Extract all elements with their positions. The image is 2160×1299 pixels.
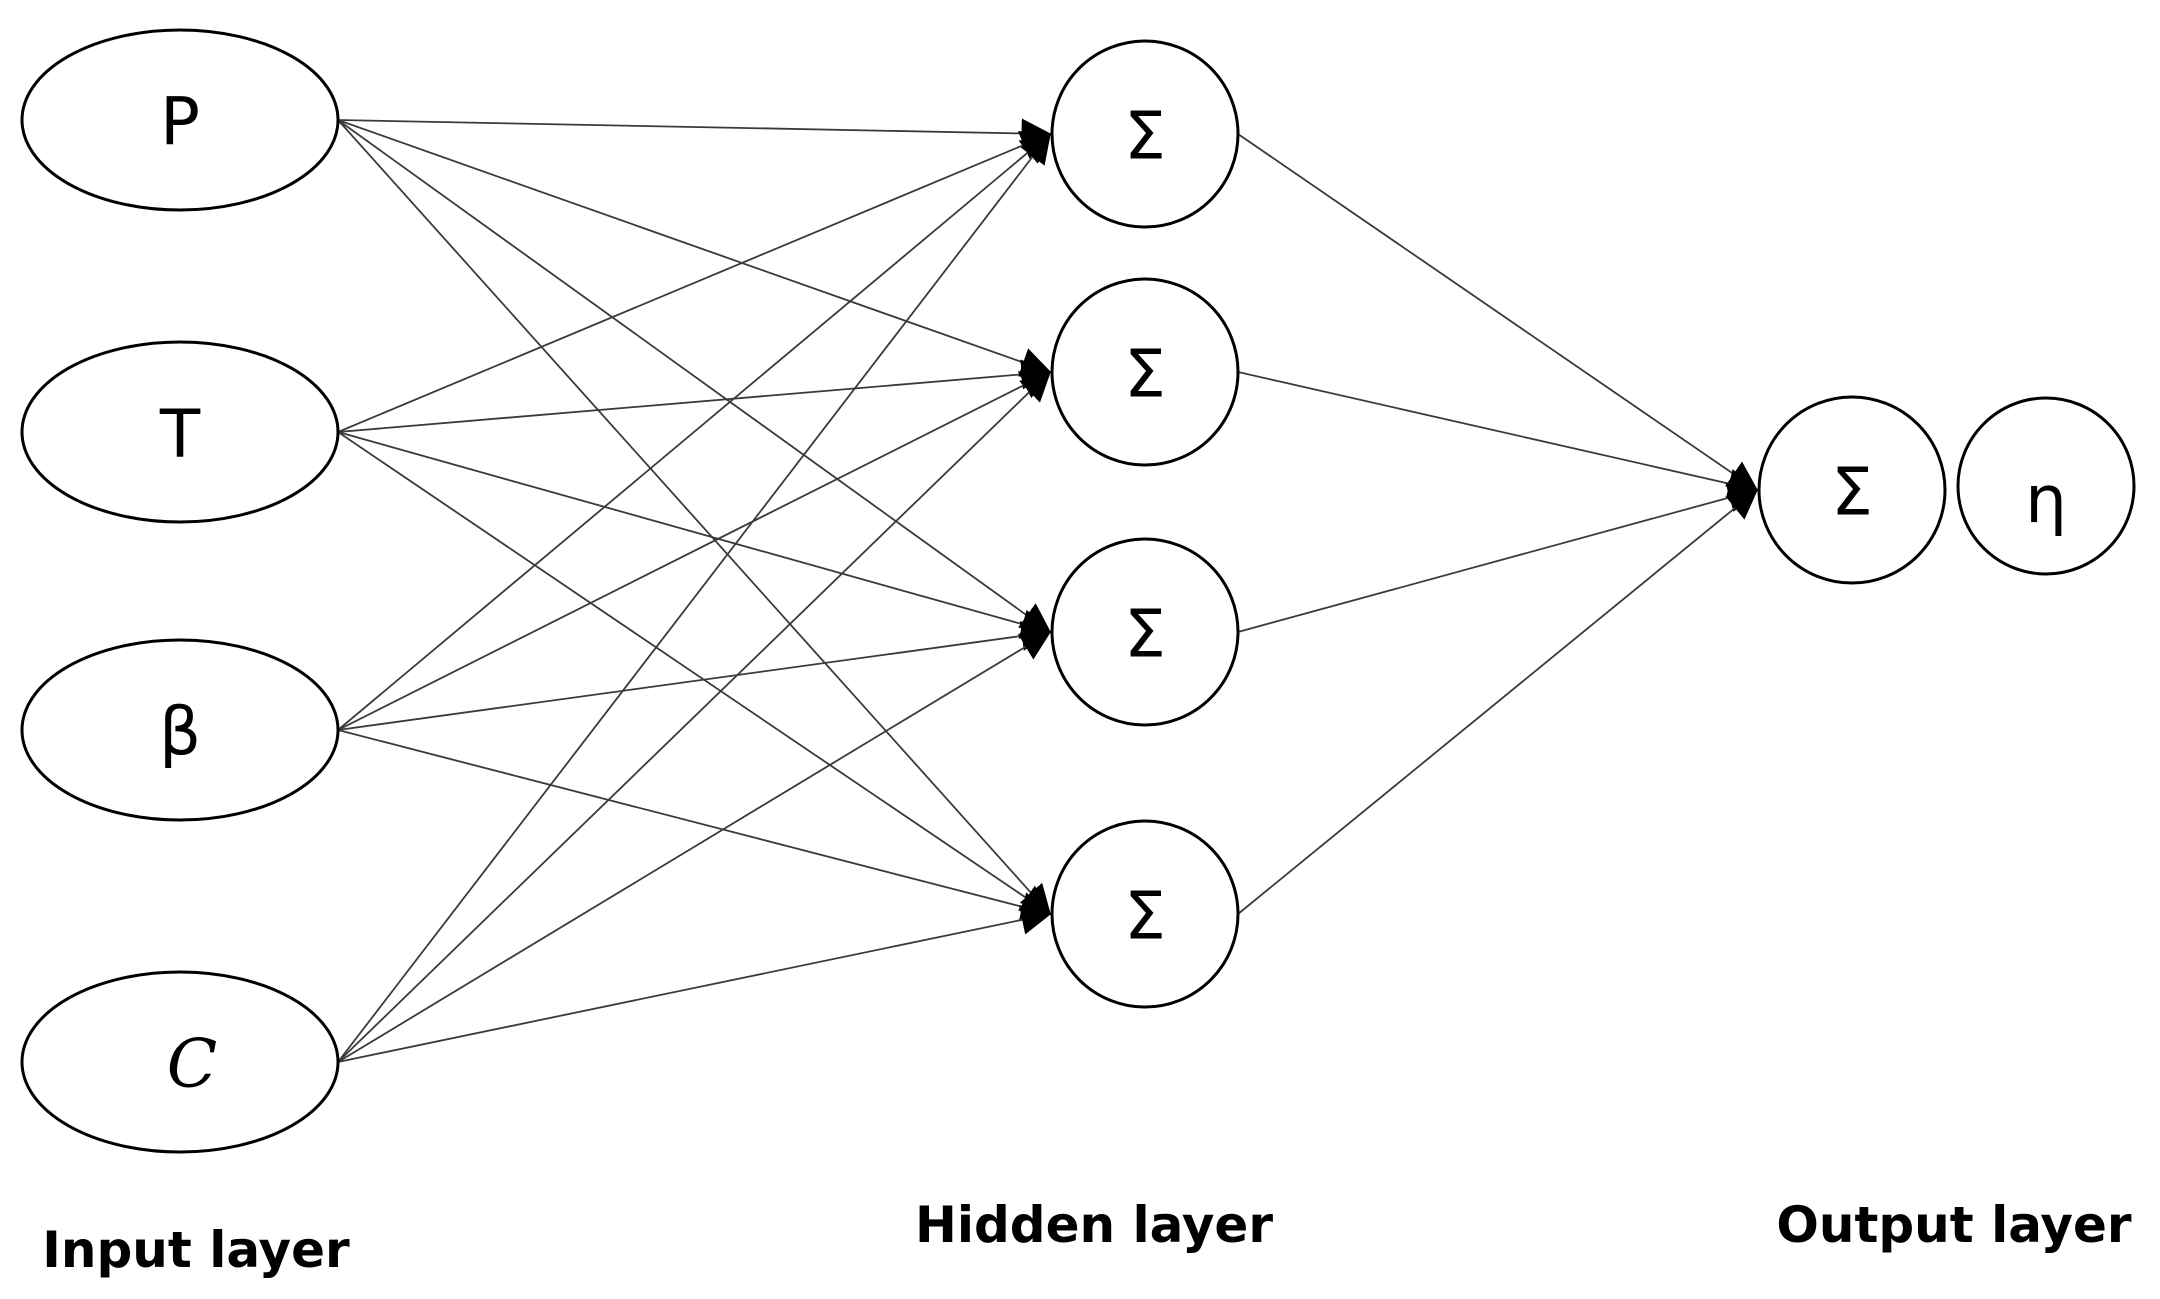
edge-in-p-to-h2 (337, 119, 1052, 377)
edge-in-c-to-h1 (337, 132, 1051, 1063)
edge-h1-to-out-sum (1237, 133, 1759, 491)
hidden-node-2: Σ (1050, 277, 1240, 467)
output-node-sum-label: Σ (1831, 454, 1873, 531)
edge-in-beta-to-h1 (337, 133, 1052, 731)
edge-in-c-to-h3 (337, 631, 1052, 1063)
input-node-beta: β (20, 638, 340, 822)
edge-in-t-to-h3 (337, 431, 1052, 639)
hidden-node-3-label: Σ (1124, 596, 1166, 673)
edge-in-beta-to-h4 (337, 729, 1052, 922)
input-node-c-label: C (167, 1026, 218, 1103)
edge-in-t-to-h2 (337, 359, 1052, 433)
hidden-node-2-label: Σ (1124, 336, 1166, 413)
edge-in-p-to-h3 (337, 119, 1052, 633)
input-node-p-label: P (160, 84, 200, 161)
output-node-eta: η (1956, 396, 2136, 576)
edge-in-beta-to-h3 (337, 621, 1052, 731)
edge-in-beta-to-h2 (337, 371, 1052, 731)
hidden-layer-label: Hidden layer (915, 1196, 1273, 1254)
edge-in-c-to-h4 (337, 905, 1052, 1063)
edge-in-p-to-h1 (337, 118, 1052, 149)
edge-in-t-to-h4 (337, 431, 1052, 915)
edge-h3-to-out-sum (1237, 483, 1759, 633)
input-layer-label: Input layer (42, 1221, 350, 1279)
input-node-t-label: T (159, 396, 201, 473)
input-node-p: P (20, 28, 340, 212)
edge-in-c-to-h2 (337, 370, 1052, 1063)
hidden-node-1: Σ (1050, 39, 1240, 229)
input-node-c: C (20, 970, 340, 1154)
input-node-beta-label: β (159, 694, 201, 771)
hidden-node-1-label: Σ (1124, 98, 1166, 175)
network-nodes: P T β C Σ Σ Σ Σ (20, 28, 2136, 1154)
hidden-node-4: Σ (1050, 819, 1240, 1009)
hidden-node-4-label: Σ (1124, 878, 1166, 955)
connection-lines (337, 118, 1759, 1063)
hidden-node-3: Σ (1050, 537, 1240, 727)
input-node-t: T (20, 340, 340, 524)
output-node-eta-label: η (2025, 462, 2067, 539)
output-layer-label: Output layer (1776, 1196, 2132, 1254)
edge-in-p-to-h4 (337, 119, 1052, 916)
edge-in-t-to-h1 (337, 131, 1052, 433)
edge-h4-to-out-sum (1237, 489, 1759, 915)
edge-h2-to-out-sum (1237, 371, 1759, 499)
output-node-sum: Σ (1757, 395, 1947, 585)
